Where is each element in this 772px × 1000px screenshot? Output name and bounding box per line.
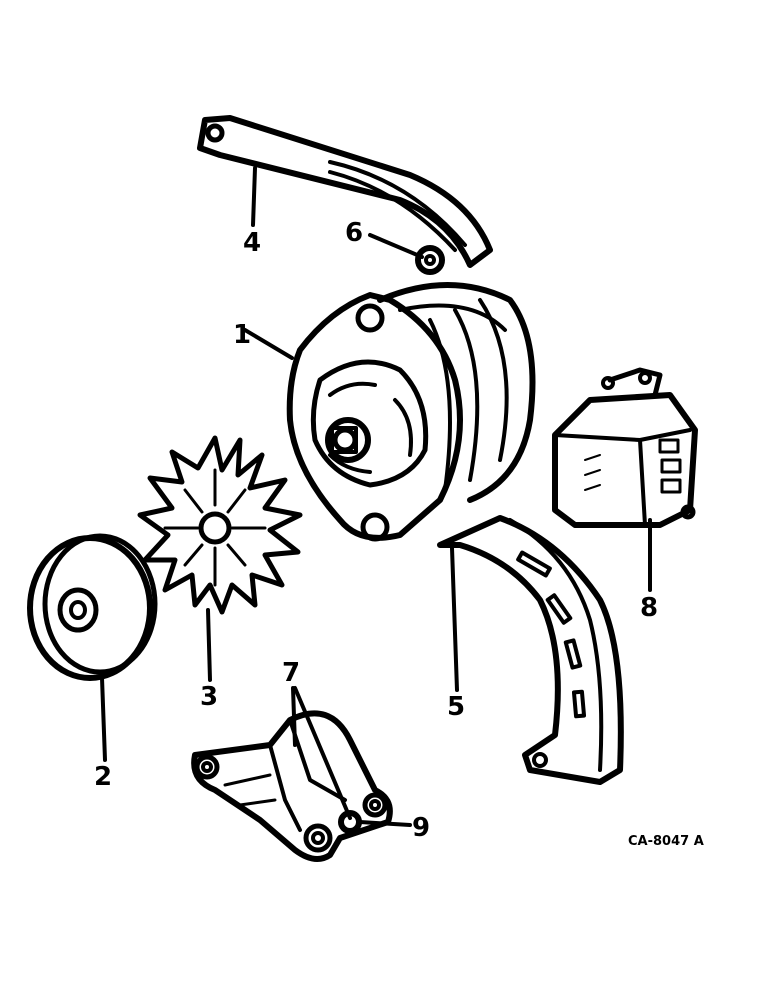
leader-3 <box>206 608 212 682</box>
callout-8: 8 <box>640 593 658 623</box>
washer <box>415 245 445 275</box>
leader-9 <box>358 820 412 827</box>
fan <box>137 435 303 615</box>
leader-4 <box>251 166 257 227</box>
callout-6: 6 <box>345 218 363 248</box>
leader-1 <box>243 328 294 360</box>
pulley <box>27 533 158 681</box>
callout-3: 3 <box>200 682 218 712</box>
support-bracket <box>437 515 624 785</box>
callout-1: 1 <box>233 320 251 350</box>
callout-5: 5 <box>447 692 465 722</box>
leader-2 <box>100 676 107 762</box>
leader-5 <box>450 546 459 692</box>
leader-7b <box>293 686 352 820</box>
mounting-bracket <box>191 710 393 862</box>
callout-7: 7 <box>282 658 300 688</box>
callout-4: 4 <box>243 228 261 258</box>
adjusting-bracket <box>197 115 493 268</box>
callout-9: 9 <box>412 813 430 843</box>
leader-7a <box>291 686 297 747</box>
alternator <box>286 282 536 542</box>
drawing-code: CA-8047 A <box>628 834 704 849</box>
regulator <box>552 367 698 528</box>
callouts: 1 2 3 4 5 6 7 8 9 <box>94 218 658 843</box>
leader-6 <box>368 233 424 259</box>
leader-lines <box>100 166 652 827</box>
callout-2: 2 <box>94 762 112 792</box>
